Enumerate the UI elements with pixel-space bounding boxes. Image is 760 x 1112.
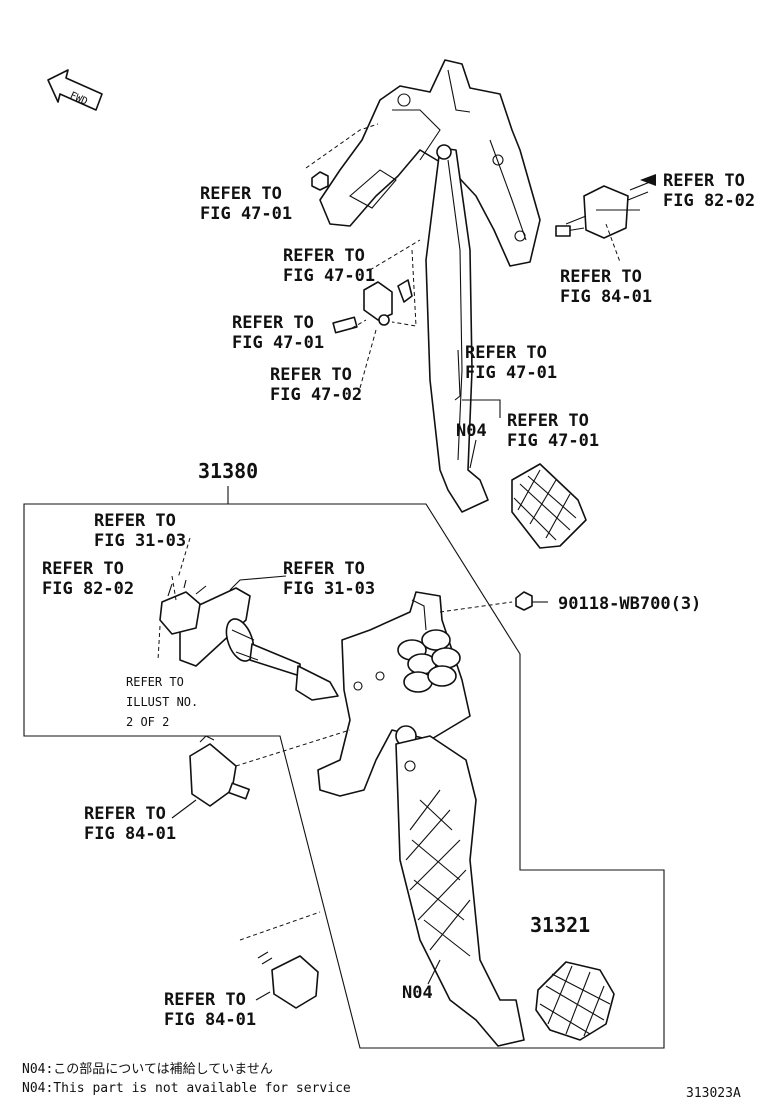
callout-switch-84-bot: REFER TO FIG 84-01 xyxy=(164,990,256,1030)
callout-top-mid-47: REFER TO FIG 47-01 xyxy=(283,246,375,286)
callout-pad-47: REFER TO FIG 47-01 xyxy=(507,411,599,451)
svg-text:FIG 47-01: FIG 47-01 xyxy=(507,431,599,451)
svg-text:ILLUST NO.: ILLUST NO. xyxy=(126,695,198,709)
callout-31-03-a: REFER TO FIG 31-03 xyxy=(94,511,186,551)
part-number-31321: 31321 xyxy=(530,913,590,937)
bushing-assembly xyxy=(332,279,413,334)
svg-text:FIG 31-03: FIG 31-03 xyxy=(94,531,186,551)
clutch-master-cylinder xyxy=(179,587,339,701)
svg-text:REFER TO: REFER TO xyxy=(232,313,314,333)
callout-switch-84-mid: REFER TO FIG 84-01 xyxy=(84,804,176,844)
illustration-id: 313023A xyxy=(686,1086,741,1101)
callout-31-03-b: REFER TO FIG 31-03 xyxy=(283,559,375,599)
part-number-31380: 31380 xyxy=(198,459,258,483)
stop-lamp-switch-top xyxy=(555,185,649,239)
svg-text:FIG 47-01: FIG 47-01 xyxy=(465,363,557,383)
svg-text:REFER TO: REFER TO xyxy=(560,267,642,287)
svg-text:REFER TO: REFER TO xyxy=(663,171,745,191)
callout-82-02-mid: REFER TO FIG 82-02 xyxy=(42,559,134,599)
callout-top-left-47: REFER TO FIG 47-01 xyxy=(200,184,292,224)
svg-text:FIG 47-01: FIG 47-01 xyxy=(200,204,292,224)
clutch-switch-connector xyxy=(159,579,201,635)
svg-text:FIG 47-01: FIG 47-01 xyxy=(232,333,324,353)
callout-top-right-82: REFER TO FIG 82-02 xyxy=(640,171,755,211)
svg-text:REFER TO: REFER TO xyxy=(42,559,124,579)
clutch-switch-bottom xyxy=(257,951,319,1009)
brake-pedal-bracket xyxy=(319,59,541,267)
svg-text:FIG 82-02: FIG 82-02 xyxy=(42,579,134,599)
note-jp: N04:この部品については補給していません xyxy=(22,1062,273,1077)
n04-label-upper: N04 xyxy=(456,421,487,441)
callout-switch-84-top: REFER TO FIG 84-01 xyxy=(560,267,652,307)
svg-text:FIG 84-01: FIG 84-01 xyxy=(560,287,652,307)
fwd-arrow-icon: FWD xyxy=(47,69,103,111)
svg-text:REFER TO: REFER TO xyxy=(84,804,166,824)
n04-label-lower: N04 xyxy=(402,983,433,1003)
brake-pedal-arm xyxy=(425,144,489,513)
svg-text:REFER TO: REFER TO xyxy=(164,990,246,1010)
svg-text:FIG 84-01: FIG 84-01 xyxy=(84,824,176,844)
callout-bushing-47-02: REFER TO FIG 47-02 xyxy=(270,365,362,405)
note-en: N04:This part is not available for servi… xyxy=(22,1081,351,1096)
brake-pedal-pad xyxy=(511,463,587,549)
svg-text:REFER TO: REFER TO xyxy=(507,411,589,431)
assembly-outline xyxy=(23,503,665,1049)
nut-top-left xyxy=(311,171,329,191)
svg-text:REFER TO: REFER TO xyxy=(94,511,176,531)
svg-text:FIG 84-01: FIG 84-01 xyxy=(164,1010,256,1030)
clutch-start-switch-mid xyxy=(189,735,250,807)
svg-text:REFER TO: REFER TO xyxy=(465,343,547,363)
svg-text:REFER TO: REFER TO xyxy=(283,246,365,266)
svg-text:REFER TO: REFER TO xyxy=(200,184,282,204)
svg-text:REFER TO: REFER TO xyxy=(126,675,184,689)
svg-text:2 OF 2: 2 OF 2 xyxy=(126,715,169,729)
callout-pedal-47: REFER TO FIG 47-01 xyxy=(465,343,557,383)
svg-text:REFER TO: REFER TO xyxy=(270,365,352,385)
svg-text:FIG 47-02: FIG 47-02 xyxy=(270,385,362,405)
nut-90118 xyxy=(515,591,533,611)
svg-text:REFER TO: REFER TO xyxy=(283,559,365,579)
clutch-pedal-pad xyxy=(535,961,615,1041)
callout-illust: REFER TO ILLUST NO. 2 OF 2 xyxy=(126,675,198,729)
part-number-nut: 90118-WB700(3) xyxy=(558,594,701,614)
clutch-pedal-arm xyxy=(395,735,525,1047)
callout-bolt-47: REFER TO FIG 47-01 xyxy=(232,313,324,353)
svg-text:FIG 82-02: FIG 82-02 xyxy=(663,191,755,211)
assist-springs xyxy=(397,629,461,693)
svg-text:FIG 47-01: FIG 47-01 xyxy=(283,266,375,286)
svg-text:FIG 31-03: FIG 31-03 xyxy=(283,579,375,599)
